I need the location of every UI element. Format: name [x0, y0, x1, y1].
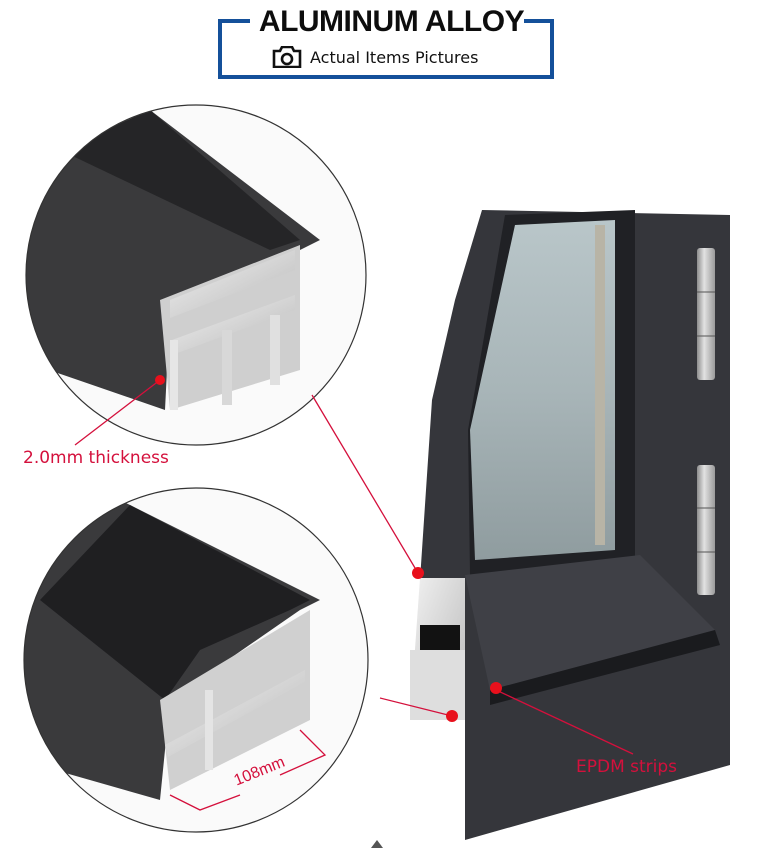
top-profile-circle: [26, 105, 366, 445]
callout-dots: [155, 375, 502, 722]
scroll-up-arrow-icon[interactable]: [371, 840, 383, 848]
header-border-left: [218, 19, 250, 23]
thickness-label: 2.0mm thickness: [23, 448, 169, 468]
epdm-strips-label: EPDM strips: [576, 757, 678, 777]
window-sample: [410, 210, 730, 840]
subtitle-text: Actual Items Pictures: [310, 47, 479, 67]
camera-icon: [272, 46, 302, 68]
header-frame: [218, 19, 554, 79]
header-border-right: [524, 19, 554, 23]
bottom-profile-circle: [24, 488, 368, 832]
header-subtitle: Actual Items Pictures: [272, 46, 478, 68]
page-title: ALUMINUM ALLOY: [258, 5, 525, 38]
callout-lines: [74, 379, 634, 811]
